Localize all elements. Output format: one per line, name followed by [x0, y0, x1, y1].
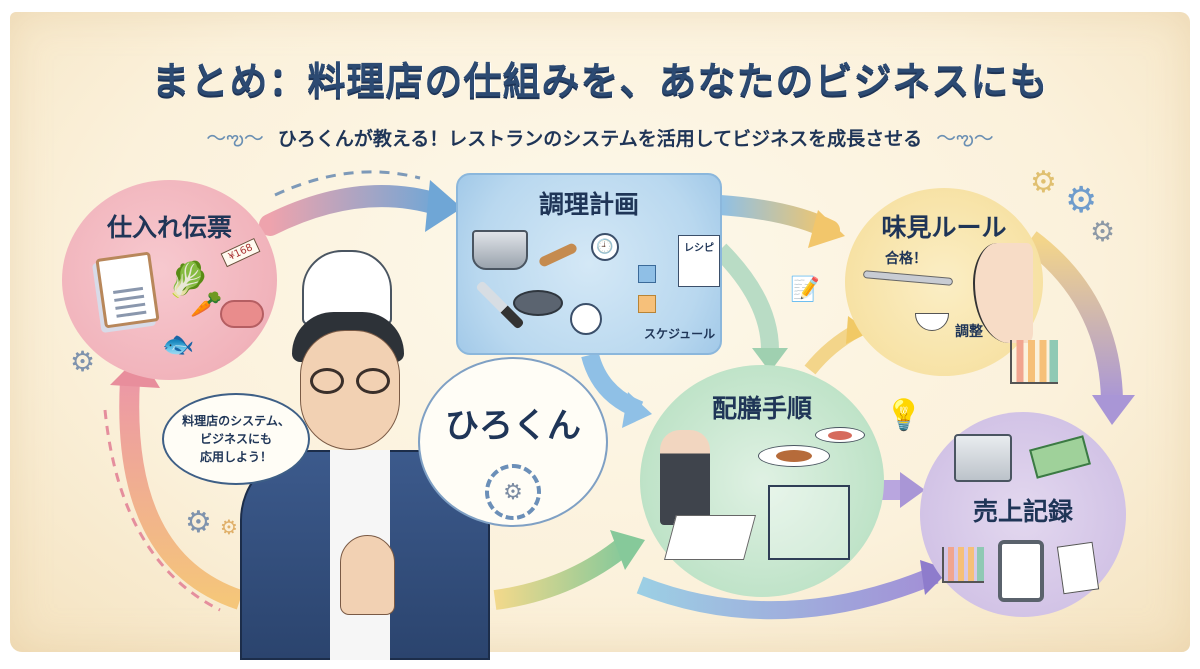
clipboard-icon [95, 251, 160, 329]
gear-icon: ⚙ [1030, 165, 1057, 200]
frying-pan-icon [513, 290, 563, 316]
bar-chart-icon [942, 547, 984, 583]
subtitle-text: ひろくんが教える！レストランのシステムを活用してビジネスを成長させる [277, 128, 923, 150]
schedule-label: スケジュール [644, 327, 716, 341]
floor-plan-icon [768, 485, 850, 560]
meat-icon [220, 300, 264, 328]
waiter-icon [660, 430, 710, 525]
stopwatch-icon [570, 303, 602, 335]
money-icon [1029, 435, 1091, 479]
speech-line-2: ビジネスにも [199, 432, 272, 446]
gear-icon: ⚙ [1065, 180, 1098, 221]
spoon-icon [537, 242, 579, 268]
ornament-left-icon: 〜ఌ〜 [206, 126, 264, 150]
speech-line-1: 料理店のシステム、 [182, 414, 290, 428]
flowchart-box-blue [638, 265, 656, 283]
node-label: 味見ルール [881, 213, 1007, 242]
flowchart-box-orange [638, 295, 656, 313]
speech-line-3: 応用しよう！ [199, 450, 272, 464]
salad-dish-icon [815, 427, 865, 443]
gear-icon: ⚙ [220, 515, 238, 539]
table-icon [663, 515, 757, 560]
pass-label: 合格！ [885, 251, 927, 267]
recipe-card-icon: レシピ [678, 235, 720, 287]
adjust-label: 調整 [955, 324, 983, 340]
page-subtitle: 〜ఌ〜ひろくんが教える！レストランのシステムを活用してビジネスを成長させる〜ఌ〜 [0, 122, 1200, 155]
growth-chart-icon [1010, 340, 1058, 384]
page-title: まとめ：料理店の仕組みを、あなたのビジネスにも [151, 59, 1049, 103]
vegetables-icon: 🥬 [167, 260, 210, 300]
node-purchase-slip: 仕入れ伝票 🥬 🥕 🐟 ¥168 [62, 180, 277, 380]
clock-icon: 🕘 [591, 233, 619, 261]
carrot-icon: 🥕 [190, 290, 223, 320]
tablet-chart-icon [998, 540, 1044, 602]
gear-icon: ⚙ [1090, 215, 1116, 248]
ornament-right-icon: 〜ఌ〜 [936, 126, 994, 150]
cash-register-icon [954, 434, 1012, 482]
node-cooking-plan: 調理計画 🕘 レシピ スケジュール [456, 173, 722, 355]
speech-bubble: 料理店のシステム、 ビジネスにも 応用しよう！ [162, 393, 310, 485]
gear-icon: ⚙ [185, 505, 212, 540]
node-sales-record: 売上記録 [920, 412, 1126, 617]
node-label: 仕入れ伝票 [106, 213, 232, 242]
hands-icon [340, 535, 395, 615]
face-icon [973, 243, 1033, 343]
node-label: 売上記録 [972, 497, 1073, 526]
lightbulb-icon: 💡 [885, 398, 923, 433]
receipt-icon [1056, 541, 1100, 595]
recipe-card-label: レシピ [684, 243, 714, 254]
dish-icon [758, 445, 830, 467]
node-label: 調理計画 [538, 190, 639, 219]
bowl-icon [915, 313, 949, 331]
fish-icon: 🐟 [162, 330, 195, 360]
gear-icon: ⚙ [70, 345, 96, 378]
character-name: ひろくん [445, 405, 581, 446]
node-serving-procedure: 配膳手順 [640, 365, 884, 597]
glasses-icon [310, 368, 390, 394]
node-label: 配膳手順 [711, 394, 812, 423]
notepad-icon: 📝 [790, 275, 820, 303]
name-bubble: ひろくん ⚙ [418, 357, 608, 527]
spoon-icon [862, 270, 954, 286]
pot-icon [472, 230, 528, 270]
cycle-gear-icon: ⚙ [485, 464, 541, 520]
chef-character [240, 250, 490, 660]
